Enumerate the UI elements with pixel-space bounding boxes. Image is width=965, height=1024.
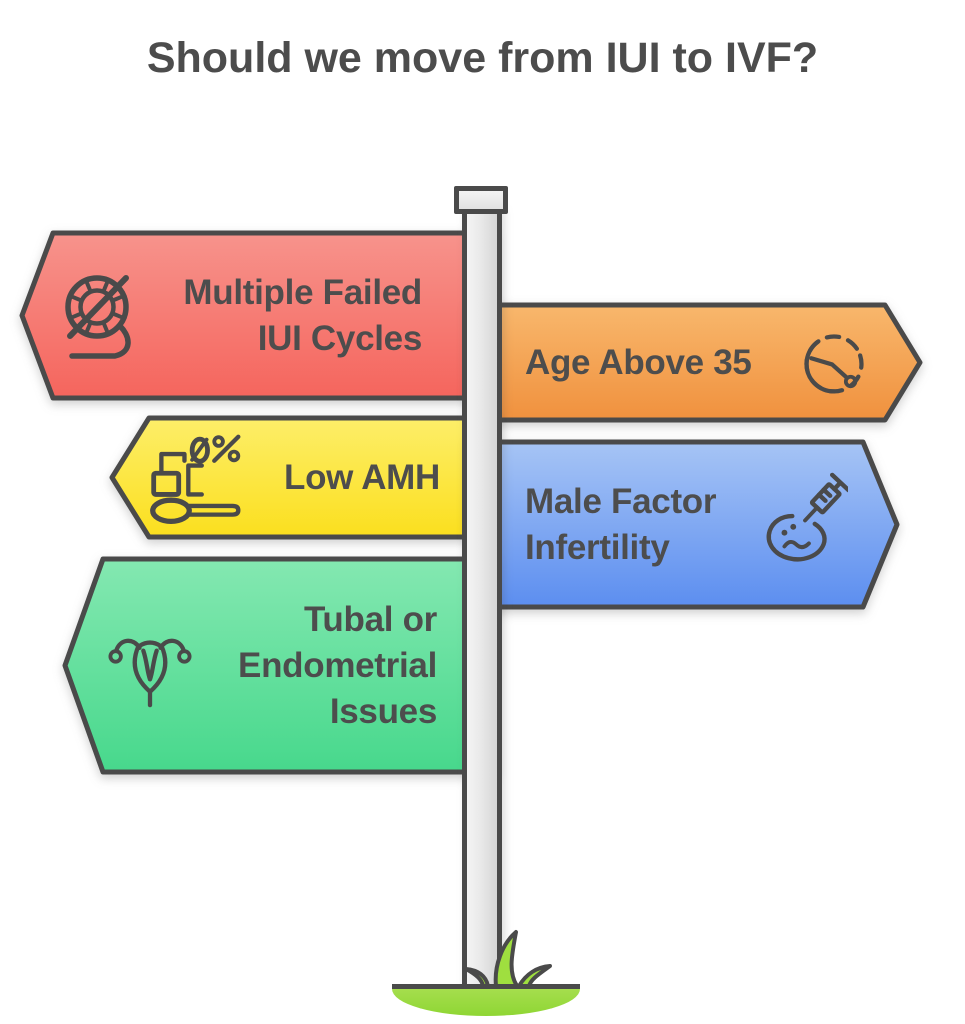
sign-label-line: Male Factor — [525, 481, 717, 521]
grass-tuft-icon — [464, 930, 552, 988]
sign-label-line: IUI Cycles — [257, 318, 423, 358]
sign-shape — [62, 556, 497, 775]
crossed-cycle-wheel-icon — [65, 275, 131, 359]
sign-label-line: Low AMH — [283, 457, 440, 497]
page-title: Should we move from IUI to IVF? — [146, 34, 819, 82]
signpost-pole-cap — [454, 186, 508, 214]
uterus-icon — [108, 638, 192, 708]
sign-label-line: Infertility — [525, 527, 670, 567]
sign-label: Tubal or Endometrial Issues — [238, 597, 437, 735]
sign-label-line: Age Above 35 — [525, 342, 752, 382]
sign-label: Multiple Failed IUI Cycles — [183, 270, 422, 362]
low-percent-scoop-icon — [150, 434, 241, 524]
sign-male-factor-infertility: Male Factor Infertility — [467, 439, 900, 610]
sign-label: Low AMH — [247, 455, 477, 501]
sign-label-line: Multiple Failed — [183, 272, 422, 312]
sign-label-line: Endometrial — [238, 645, 437, 685]
sign-shape — [19, 230, 497, 401]
dashed-clock-icon — [804, 334, 864, 394]
sign-age-above-35: Age Above 35 — [467, 302, 923, 423]
sign-low-amh: Low AMH — [109, 415, 497, 540]
sign-label-line: Tubal or — [303, 599, 437, 639]
signpost-pole — [462, 209, 502, 992]
sign-label: Male Factor Infertility — [525, 479, 717, 571]
sign-tubal-or-endometrial-issues: Tubal or Endometrial Issues — [62, 556, 497, 775]
sign-label: Age Above 35 — [525, 340, 752, 386]
sign-label-line: Issues — [329, 691, 437, 731]
syringe-dish-icon — [766, 472, 848, 562]
sign-multiple-failed-iui-cycles: Multiple Failed IUI Cycles — [19, 230, 497, 401]
